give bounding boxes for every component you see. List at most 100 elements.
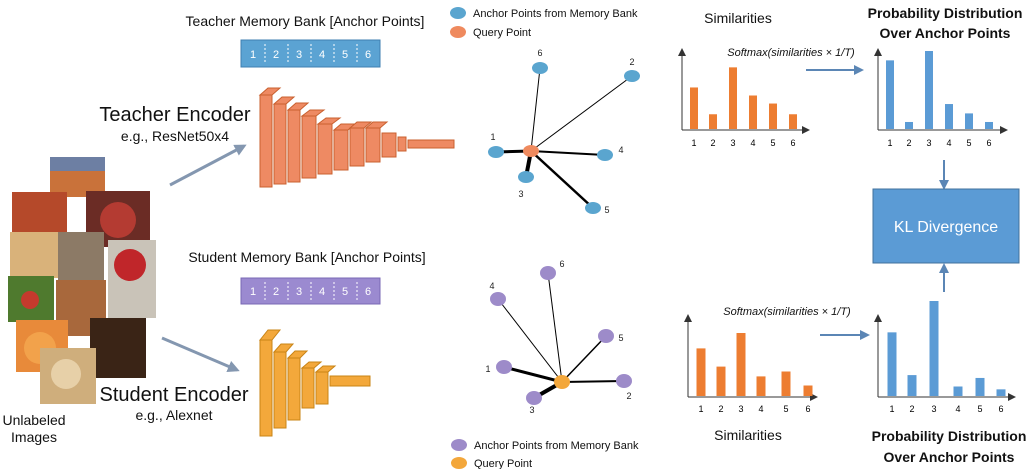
teacher-node-label: 1 <box>490 132 495 142</box>
teacher-anchor-node <box>518 171 534 183</box>
teacher-bank-cell: 5 <box>342 49 348 61</box>
axis-tick-label: 2 <box>710 138 715 148</box>
teacher-node-label: 2 <box>629 57 634 67</box>
legend-query-label: Query Point <box>474 458 532 469</box>
axis-tick-label: 3 <box>738 404 743 414</box>
image-building-thumbnail <box>58 232 104 284</box>
axis-tick-label: 6 <box>998 404 1003 414</box>
student-probability-bar <box>929 301 939 396</box>
student-probability-bar <box>907 375 917 396</box>
student-anchor-node <box>490 292 506 306</box>
teacher-probability-bar <box>905 121 913 129</box>
teacher-probability-bar <box>945 104 953 129</box>
student-node-label: 1 <box>485 364 490 374</box>
teacher-probability-bar <box>965 113 973 129</box>
student-similarity-graph: 1 2 3 4 5 6 <box>485 259 632 415</box>
teacher-similarity-bar <box>789 114 797 129</box>
axis-tick-label: 1 <box>698 404 703 414</box>
teacher-anchor-node <box>585 202 601 214</box>
teacher-bank-cell: 4 <box>319 49 325 61</box>
student-similarity-bar <box>781 371 791 396</box>
legend-query-label: Query Point <box>473 27 531 39</box>
legend-anchor-marker <box>450 7 466 19</box>
teacher-memory-bank-title: Teacher Memory Bank [Anchor Points] <box>186 13 425 29</box>
axis-tick-label: 4 <box>955 404 960 414</box>
teacher-bank-cell: 6 <box>365 49 371 61</box>
teacher-prob-title-line2: Over Anchor Points <box>880 25 1011 41</box>
teacher-similarity-bar <box>729 67 737 129</box>
teacher-encoder-title: Teacher Encoder <box>99 104 251 126</box>
kl-divergence-label: KL Divergence <box>894 219 998 236</box>
teacher-similarities-chart: 1 2 3 4 5 6 <box>678 48 810 148</box>
axis-tick-label: 2 <box>718 404 723 414</box>
student-probability-bar <box>953 386 963 396</box>
student-similarities-title: Similarities <box>714 427 782 443</box>
arrow-to-teacher-encoder <box>169 144 247 187</box>
student-similarity-bar <box>736 333 746 396</box>
teacher-anchor-node <box>532 62 548 74</box>
legend-query-marker <box>451 457 467 469</box>
student-node-label: 5 <box>618 333 623 343</box>
student-bank-cell: 6 <box>365 286 371 298</box>
student-similarities-chart: 1 2 3 4 5 6 <box>684 314 818 414</box>
student-bank-cell: 2 <box>273 286 279 298</box>
teacher-node-label: 5 <box>604 205 609 215</box>
student-bank-cell: 4 <box>319 286 325 298</box>
student-probability-bar <box>996 389 1006 396</box>
student-softmax-label: Softmax(similarities × 1/T) <box>723 306 851 318</box>
teacher-probability-bar <box>985 121 993 129</box>
axis-tick-label: 6 <box>986 138 991 148</box>
axis-tick-label: 4 <box>758 404 763 414</box>
axis-tick-label: 5 <box>966 138 971 148</box>
legend-anchor-label: Anchor Points from Memory Bank <box>473 8 638 20</box>
teacher-similarities-title: Similarities <box>704 10 772 26</box>
student-memory-bank-title: Student Memory Bank [Anchor Points] <box>188 249 425 265</box>
legend-teacher: Anchor Points from Memory Bank Query Poi… <box>450 7 638 39</box>
student-memory-bank: 1 2 3 4 5 6 <box>240 277 381 305</box>
student-encoder-title: Student Encoder <box>100 384 249 406</box>
unlabeled-images-collage: Unlabeled Images <box>2 157 156 445</box>
axis-tick-label: 3 <box>730 138 735 148</box>
student-probability-bar <box>975 377 985 396</box>
axis-tick-label: 1 <box>691 138 696 148</box>
teacher-anchor-node <box>624 70 640 82</box>
teacher-encoder-example: e.g., ResNet50x4 <box>121 128 229 144</box>
axis-tick-label: 2 <box>909 404 914 414</box>
images-label: Images <box>11 429 57 445</box>
axis-tick-label: 1 <box>887 138 892 148</box>
student-probability-bar <box>887 332 897 396</box>
teacher-softmax-label: Softmax(similarities × 1/T) <box>727 47 855 59</box>
teacher-probability-chart: 1 2 3 4 5 6 <box>874 48 1008 148</box>
axis-tick-label: 6 <box>790 138 795 148</box>
axis-tick-label: 5 <box>977 404 982 414</box>
legend-student: Anchor Points from Memory Bank Query Poi… <box>451 439 639 469</box>
axis-tick-label: 6 <box>805 404 810 414</box>
student-encoder-network <box>258 329 371 437</box>
legend-query-marker <box>450 26 466 38</box>
teacher-probability-bar <box>886 60 894 129</box>
axis-tick-label: 2 <box>906 138 911 148</box>
student-query-node <box>554 375 570 389</box>
teacher-anchor-node <box>597 149 613 161</box>
image-food-thumbnail <box>12 192 67 234</box>
axis-tick-label: 1 <box>889 404 894 414</box>
image-cello-thumbnail <box>90 318 146 378</box>
legend-anchor-label: Anchor Points from Memory Bank <box>474 440 639 452</box>
student-anchor-node <box>598 329 614 343</box>
unlabeled-label: Unlabeled <box>2 412 65 428</box>
student-node-label: 2 <box>626 391 631 401</box>
image-dog-thumbnail <box>10 232 58 278</box>
student-similarity-bar <box>696 348 706 396</box>
axis-tick-label: 3 <box>926 138 931 148</box>
student-anchor-node <box>616 374 632 388</box>
axis-tick-label: 5 <box>783 404 788 414</box>
teacher-encoder-network <box>258 87 455 188</box>
student-prob-title-line1: Probability Distribution <box>872 428 1027 444</box>
axis-tick-label: 3 <box>931 404 936 414</box>
student-bank-cell: 1 <box>250 286 256 298</box>
teacher-bank-cell: 2 <box>273 49 279 61</box>
legend-anchor-marker <box>451 439 467 451</box>
student-similarity-bar <box>716 366 726 396</box>
student-anchor-node <box>540 266 556 280</box>
